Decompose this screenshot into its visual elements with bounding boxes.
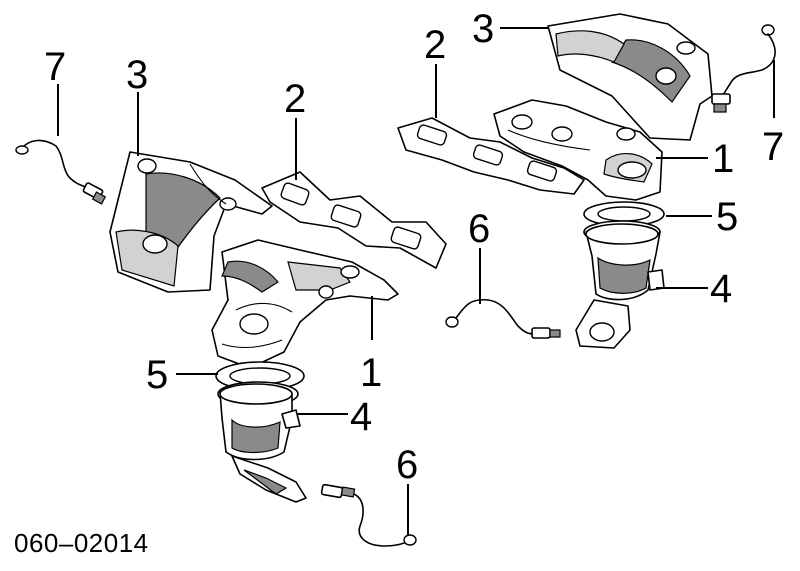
callout-right-manifold-gasket: 2 [424, 23, 446, 67]
right-upper-oxygen-sensor [711, 24, 776, 113]
callout-right-catalytic-converter: 4 [710, 267, 732, 311]
right-lower-oxygen-sensor [445, 298, 561, 339]
right-manifold-gasket [397, 117, 585, 195]
left-upper-oxygen-sensor [15, 139, 107, 205]
callout-left-manifold-gasket: 2 [284, 77, 306, 121]
callout-right-converter-gasket: 5 [716, 195, 738, 239]
callout-left-exhaust-manifold: 1 [360, 351, 382, 395]
left-lower-oxygen-sensor [320, 483, 417, 547]
figure-number: 060–02014 [14, 528, 149, 558]
left-exhaust-manifold [211, 239, 399, 369]
right-catalytic-converter [575, 223, 665, 349]
callout-right-lower-oxygen-sensor: 6 [468, 207, 490, 251]
callout-left-catalytic-converter: 4 [350, 395, 372, 439]
right-exhaust-manifold [493, 99, 663, 201]
leader-lines [57, 27, 775, 536]
callout-left-upper-oxygen-sensor: 7 [44, 45, 66, 89]
callout-right-upper-oxygen-sensor: 7 [762, 125, 784, 169]
callout-left-lower-oxygen-sensor: 6 [396, 443, 418, 487]
right-heat-shield [547, 13, 713, 141]
callout-left-converter-gasket: 5 [146, 353, 168, 397]
callout-numbers: 7 3 2 1 5 4 6 2 3 1 5 4 6 7 [44, 7, 784, 487]
left-manifold-gasket [261, 171, 447, 269]
callout-right-exhaust-manifold: 1 [712, 137, 734, 181]
left-heat-shield [109, 151, 273, 293]
left-catalytic-converter [219, 383, 307, 503]
callout-left-heat-shield: 3 [126, 53, 148, 97]
callout-right-heat-shield: 3 [472, 7, 494, 51]
